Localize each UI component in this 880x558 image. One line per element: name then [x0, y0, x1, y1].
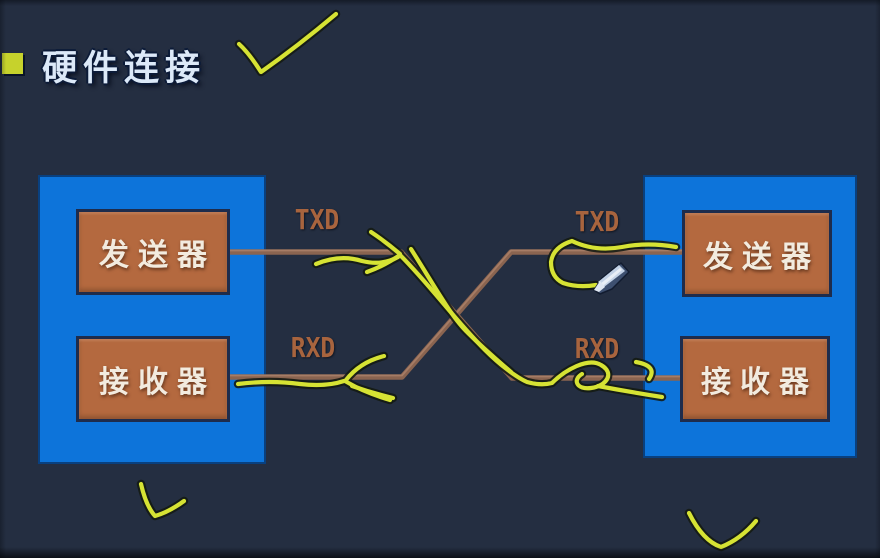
pencil-cursor-icon: [593, 262, 630, 295]
transmitter-label-left: 发送器: [99, 239, 216, 272]
receiver-label-left: 接收器: [99, 366, 216, 399]
transmitter-label-right: 发送器: [703, 240, 820, 274]
rxd-label-left: RXD: [290, 331, 336, 364]
bullet-square-icon: [2, 53, 23, 74]
txd-label-right: TXD: [574, 205, 620, 238]
transmitter-box-left: 发送器: [76, 209, 230, 295]
transmitter-box-right: 发送器: [682, 210, 832, 297]
rxd-label-right: RXD: [574, 332, 620, 365]
receiver-box-right: 接收器: [680, 336, 830, 422]
receiver-label-right: 接收器: [701, 366, 818, 399]
txd-label-left: TXD: [294, 203, 340, 236]
receiver-box-left: 接收器: [76, 336, 230, 422]
page-title: 硬件连接: [42, 49, 207, 88]
